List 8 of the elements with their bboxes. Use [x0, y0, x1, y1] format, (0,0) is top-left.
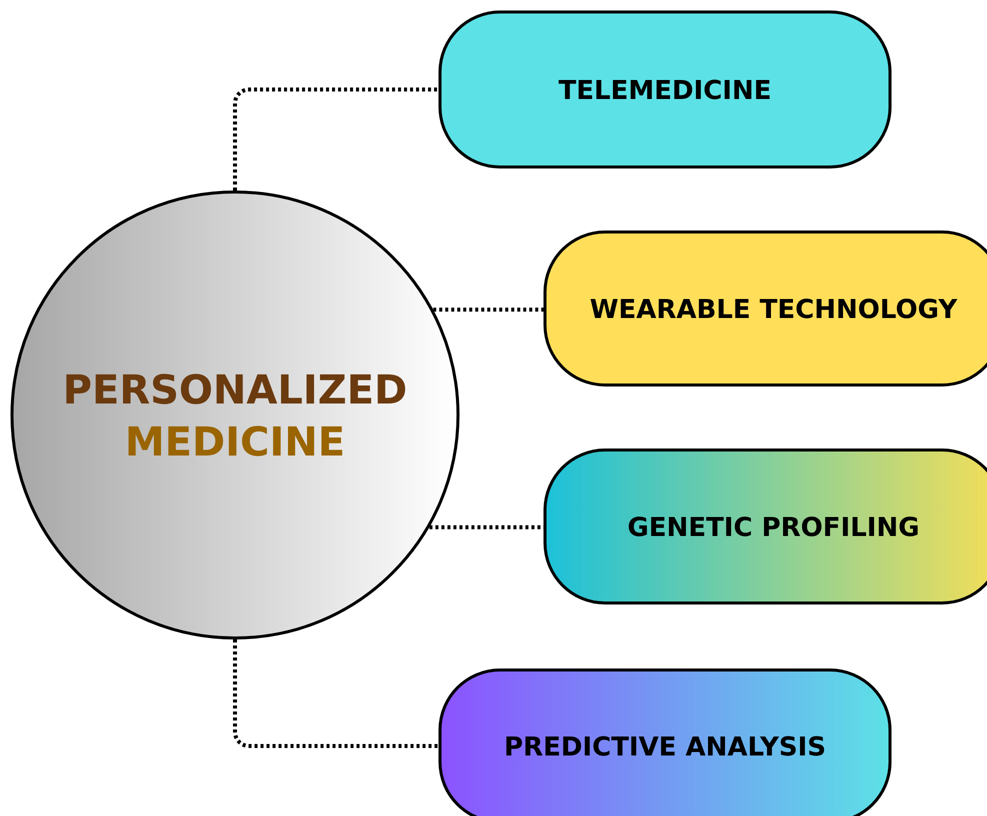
topic-box: WEARABLE TECHNOLOGY	[544, 230, 987, 386]
topic-box: PREDICTIVE ANALYSIS	[438, 668, 892, 816]
topic-box: TELEMEDICINE	[438, 10, 892, 168]
dotted-connector	[433, 308, 544, 312]
dotted-connector	[233, 640, 438, 748]
topic-box: GENETIC PROFILING	[544, 448, 987, 604]
dotted-connector	[429, 525, 544, 530]
dotted-connector	[233, 88, 438, 190]
